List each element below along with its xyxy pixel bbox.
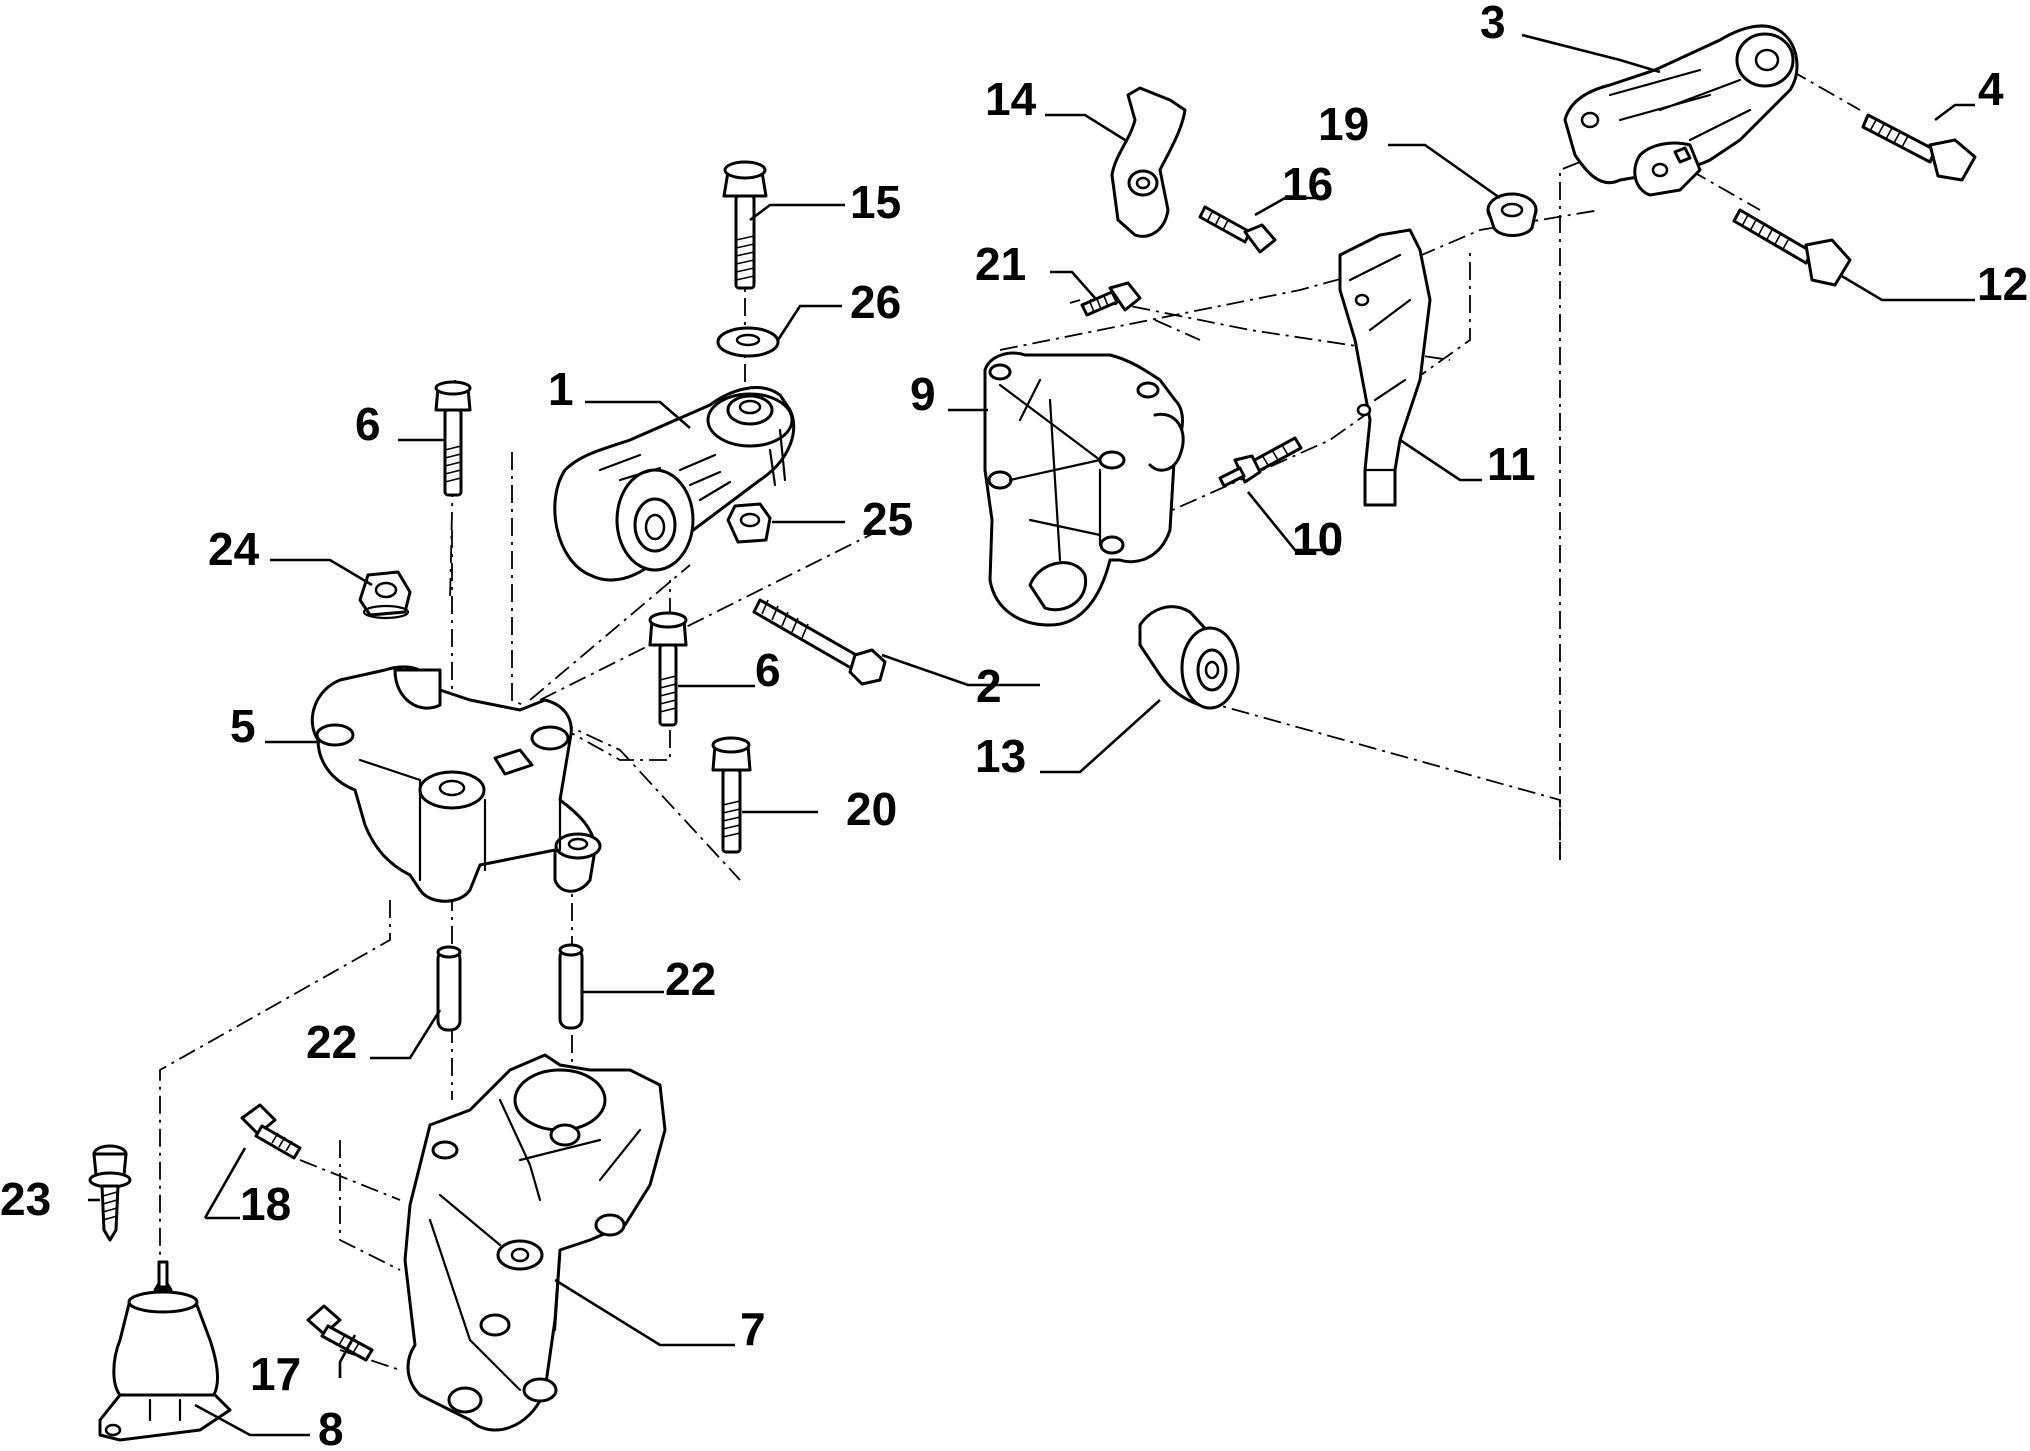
bracket-part-9 bbox=[983, 351, 1185, 627]
callout-21: 21 bbox=[975, 238, 1026, 290]
callout-26: 26 bbox=[850, 276, 901, 328]
callout-5: 5 bbox=[230, 700, 256, 752]
dowel-pin-part-22-left bbox=[436, 945, 462, 1032]
leader-lines bbox=[88, 33, 1975, 1437]
torque-rod-part-3 bbox=[1563, 24, 1799, 197]
stud-part-10 bbox=[1218, 436, 1303, 488]
callout-17: 17 bbox=[250, 1348, 301, 1400]
callout-4: 4 bbox=[1978, 63, 2004, 115]
mount-bracket-part-5 bbox=[310, 665, 602, 903]
callout-8: 8 bbox=[318, 1403, 344, 1451]
bolt-part-12 bbox=[1732, 208, 1852, 287]
callout-14: 14 bbox=[985, 73, 1037, 125]
washer-part-26 bbox=[716, 326, 780, 358]
callout-9: 9 bbox=[910, 368, 936, 420]
bolt-part-18 bbox=[240, 1103, 302, 1160]
nut-part-25 bbox=[726, 502, 772, 544]
spacer-part-19 bbox=[1486, 192, 1538, 237]
bolt-part-20 bbox=[711, 736, 752, 854]
callout-2: 2 bbox=[976, 660, 1002, 712]
callout-6-lower: 6 bbox=[755, 644, 781, 696]
callout-1: 1 bbox=[548, 363, 574, 415]
callout-3: 3 bbox=[1480, 0, 1506, 48]
rubber-mount-part-8 bbox=[98, 1260, 232, 1442]
callout-15: 15 bbox=[850, 176, 901, 228]
bushing-part-13 bbox=[1138, 605, 1240, 710]
callout-25: 25 bbox=[862, 493, 913, 545]
bolt-part-6-lower bbox=[648, 611, 688, 727]
callout-24: 24 bbox=[208, 523, 260, 575]
bolt-part-15 bbox=[722, 160, 768, 290]
bolt-part-21 bbox=[1080, 281, 1142, 317]
callout-7: 7 bbox=[740, 1303, 766, 1355]
lower-bracket-part-7 bbox=[403, 1053, 667, 1432]
torque-rod-part-1 bbox=[553, 386, 796, 582]
bolt-part-16 bbox=[1198, 205, 1277, 254]
callout-13: 13 bbox=[975, 730, 1026, 782]
callout-18: 18 bbox=[240, 1178, 291, 1230]
flange-nut-part-24 bbox=[358, 570, 412, 620]
callout-11: 11 bbox=[1487, 438, 1536, 490]
plate-part-14 bbox=[1110, 86, 1187, 238]
callout-20: 20 bbox=[846, 783, 897, 835]
dowel-pin-part-22-right bbox=[558, 943, 584, 1030]
bolt-part-6-upper bbox=[434, 380, 472, 497]
screw-part-23 bbox=[88, 1144, 132, 1242]
heat-shield-part-11 bbox=[1338, 228, 1432, 507]
callout-6-upper: 6 bbox=[355, 398, 381, 450]
callout-23: 23 bbox=[0, 1173, 51, 1225]
callout-22-left: 22 bbox=[306, 1016, 357, 1068]
callout-19: 19 bbox=[1318, 98, 1369, 150]
bolt-part-4 bbox=[1861, 113, 1977, 182]
bolt-part-17 bbox=[306, 1304, 374, 1362]
callout-10: 10 bbox=[1292, 513, 1343, 565]
callout-16: 16 bbox=[1282, 158, 1333, 210]
long-bolt-part-2 bbox=[752, 598, 887, 686]
callout-22-right: 22 bbox=[665, 953, 716, 1005]
callout-12: 12 bbox=[1977, 258, 2028, 310]
